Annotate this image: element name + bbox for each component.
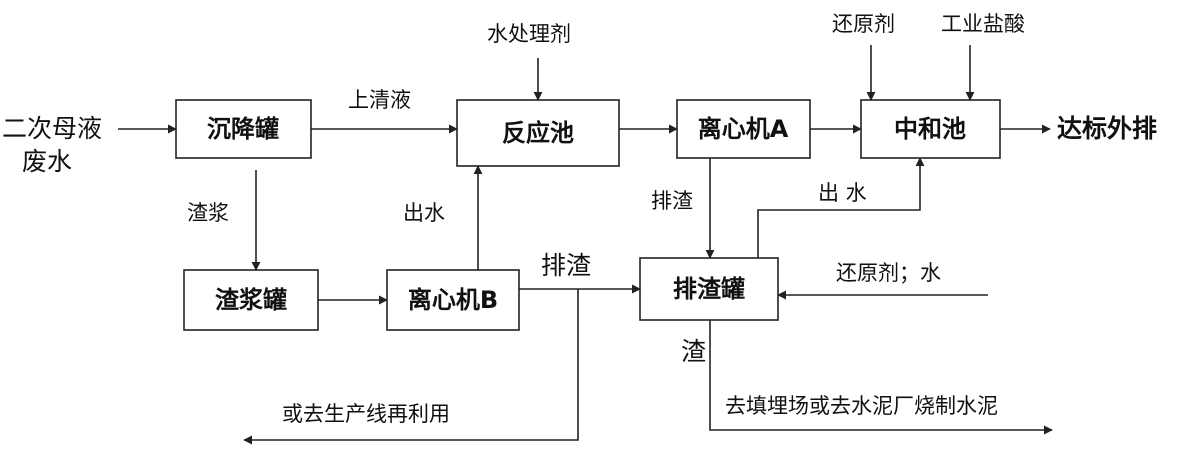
slurry-tank-box (183, 269, 319, 331)
slag-tank-label: 排渣罐 (673, 275, 745, 303)
slurry-tank-label: 渣浆罐 (215, 286, 287, 314)
neutralization-pool-node: 中和池 (860, 99, 1001, 159)
slurry-label: 渣浆 (187, 201, 229, 225)
outlet-water-slag-tank-label: 出 水 (818, 181, 867, 205)
arrow-reuse-branch (243, 289, 579, 445)
supernatant-label: 上清液 (348, 88, 411, 112)
slag-discharge-b-label: 排渣 (541, 251, 591, 280)
slurry-tank-node: 渣浆罐 (183, 269, 319, 331)
reducing-agent-label: 还原剂 (832, 12, 895, 36)
water-treatment-agent-label: 水处理剂 (487, 22, 571, 46)
neutralization-pool-label: 中和池 (894, 115, 966, 143)
slag-label: 渣 (681, 337, 706, 366)
reaction-pool-node: 反应池 (456, 99, 620, 167)
input-label-line1: 二次母液 (2, 114, 102, 143)
industrial-hcl-label: 工业盐酸 (941, 12, 1025, 36)
centrifuge-b-node: 离心机B (386, 269, 520, 331)
slag-tank-box (639, 257, 779, 321)
reaction-pool-box (456, 99, 620, 167)
discharge-label: 达标外排 (1057, 114, 1157, 143)
settling-tank-node: 沉降罐 (175, 99, 312, 159)
settling-tank-box (175, 99, 312, 159)
reducing-agent-water-label: 还原剂；水 (836, 261, 941, 285)
input-label-line2: 废水 (22, 147, 72, 176)
slag-discharge-a-label: 排渣 (651, 189, 693, 213)
settling-tank-label: 沉降罐 (207, 115, 279, 143)
arrow-landfill-branch (709, 320, 1053, 435)
centrifuge-a-label: 离心机A (698, 115, 789, 143)
reuse-label: 或去生产线再利用 (282, 402, 450, 426)
outlet-water-b-label: 出水 (403, 201, 445, 225)
landfill-label: 去填埋场或去水泥厂烧制水泥 (725, 394, 998, 418)
centrifuge-b-label: 离心机B (408, 286, 498, 314)
arrow-slag-tank-to-neutralization (757, 157, 925, 258)
reaction-pool-label: 反应池 (502, 119, 574, 147)
centrifuge-a-node: 离心机A (676, 99, 811, 159)
centrifuge-a-box (676, 99, 811, 159)
slag-tank-node: 排渣罐 (639, 257, 779, 321)
